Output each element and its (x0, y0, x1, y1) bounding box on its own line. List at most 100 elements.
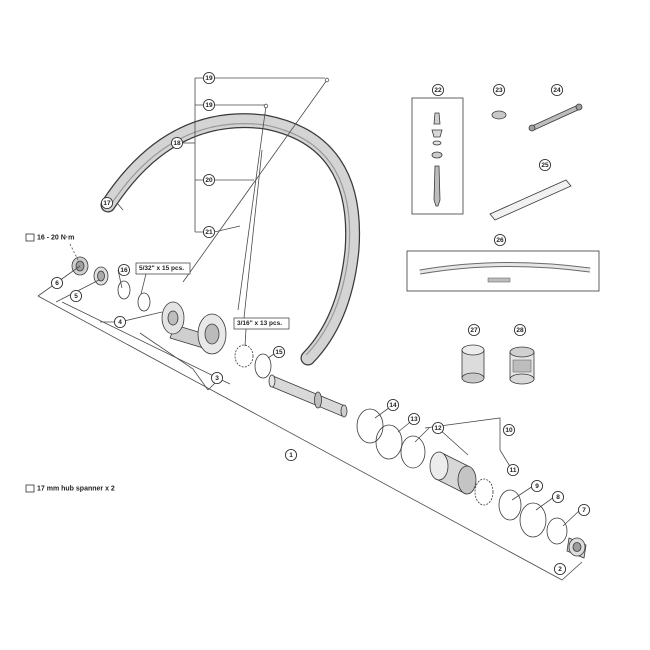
callout-4: 4 (113, 315, 127, 329)
ball-small-label: 5/32" x 15 pcs. (135, 262, 191, 295)
spanner-text: 17 mm hub spanner x 2 (37, 486, 115, 493)
callout-number: 12 (434, 425, 442, 432)
box-26-rim-tape (406, 250, 600, 292)
callout-circle (530, 479, 544, 493)
callout-number: 25 (541, 162, 549, 169)
callout-19: 19 (202, 98, 216, 112)
callout-number: 27 (470, 327, 478, 334)
spoke-short (237, 105, 267, 311)
callout-circle (431, 421, 445, 435)
callout-number: 22 (434, 87, 442, 94)
callout-5: 5 (69, 289, 83, 303)
callout-20: 20 (202, 173, 216, 187)
svg-text:5/32" x 15 pcs.: 5/32" x 15 pcs. (139, 265, 184, 272)
callout-6: 6 (50, 276, 64, 290)
callout-26: 26 (493, 233, 507, 247)
callout-number: 4 (118, 319, 122, 326)
callout-16: 16 (117, 263, 131, 277)
callout-circle (513, 323, 527, 337)
callout-number: 6 (55, 280, 59, 287)
callout-number: 16 (120, 267, 128, 274)
callout-14: 14 (386, 398, 400, 412)
callout-circle (117, 263, 131, 277)
callout-7: 7 (577, 503, 591, 517)
callout-circle (210, 371, 224, 385)
callout-circle (551, 490, 565, 504)
spoke-long (182, 79, 328, 283)
callout-number: 20 (205, 177, 213, 184)
callout-circle (113, 315, 127, 329)
callout-circle (69, 289, 83, 303)
callout-19: 19 (202, 71, 216, 85)
callout-number: 18 (173, 140, 181, 147)
callout-circle (492, 83, 506, 97)
callout-circle (386, 398, 400, 412)
callout-10: 10 (502, 423, 516, 437)
ball-large-label: 3/16" x 13 pcs. (233, 317, 290, 347)
callout-number: 19 (205, 102, 213, 109)
callout-circle (100, 196, 114, 210)
callout-9: 9 (530, 479, 544, 493)
callout-13: 13 (407, 412, 421, 426)
callout-number: 17 (103, 200, 111, 207)
callout-number: 14 (389, 402, 397, 409)
part-23 (491, 110, 507, 120)
part-24-tool (528, 103, 583, 132)
callout-circle (538, 158, 552, 172)
callout-circle (50, 276, 64, 290)
bracket-18 (183, 77, 325, 233)
callout-11: 11 (506, 463, 520, 477)
callout-number: 7 (582, 507, 586, 514)
callout-circle (202, 98, 216, 112)
callout-1: 1 (284, 448, 298, 462)
callout-number: 8 (556, 494, 560, 501)
rim-part-17 (100, 113, 361, 366)
callout-circle (284, 448, 298, 462)
callout-number: 15 (275, 349, 283, 356)
part-27 (461, 344, 485, 384)
callout-15: 15 (272, 345, 286, 359)
callout-27: 27 (467, 323, 481, 337)
callout-circle (550, 83, 564, 97)
box-22-valve-parts (411, 97, 464, 215)
callout-number: 5 (74, 293, 78, 300)
part-25-tape (489, 179, 572, 221)
callout-number: 11 (510, 467, 517, 474)
callout-number: 21 (205, 229, 213, 236)
callout-number: 1 (289, 452, 293, 459)
callout-circle (493, 233, 507, 247)
callout-2: 2 (553, 562, 567, 576)
callout-8: 8 (551, 490, 565, 504)
callout-25: 25 (538, 158, 552, 172)
callout-18: 18 (170, 136, 184, 150)
hub-assembly (161, 301, 348, 418)
callout-number: 2 (558, 566, 562, 573)
callout-circle (202, 173, 216, 187)
callout-circle (502, 423, 516, 437)
callout-3: 3 (210, 371, 224, 385)
callout-22: 22 (431, 83, 445, 97)
callout-12: 12 (431, 421, 445, 435)
callout-circle (407, 412, 421, 426)
callout-circle (506, 463, 520, 477)
spanner-note: 17 mm hub spanner x 2 (25, 484, 115, 493)
torque-note: 16 - 20 N·m (25, 233, 79, 261)
part-28-grease-jar (509, 346, 535, 385)
torque-value: 16 - 20 N·m (37, 235, 74, 242)
callout-circle (553, 562, 567, 576)
right-parts (234, 344, 587, 559)
spoke-nipple (243, 149, 263, 319)
callout-number: 24 (553, 87, 561, 94)
callout-number: 19 (205, 75, 213, 82)
callout-17: 17 (100, 196, 114, 210)
wrench-icon (25, 233, 35, 242)
callout-24: 24 (550, 83, 564, 97)
callout-number: 26 (496, 237, 504, 244)
svg-text:3/16" x 13 pcs.: 3/16" x 13 pcs. (237, 320, 282, 327)
callout-28: 28 (513, 323, 527, 337)
callout-circle (577, 503, 591, 517)
callout-number: 9 (535, 483, 539, 490)
spanner-icon (25, 484, 35, 493)
